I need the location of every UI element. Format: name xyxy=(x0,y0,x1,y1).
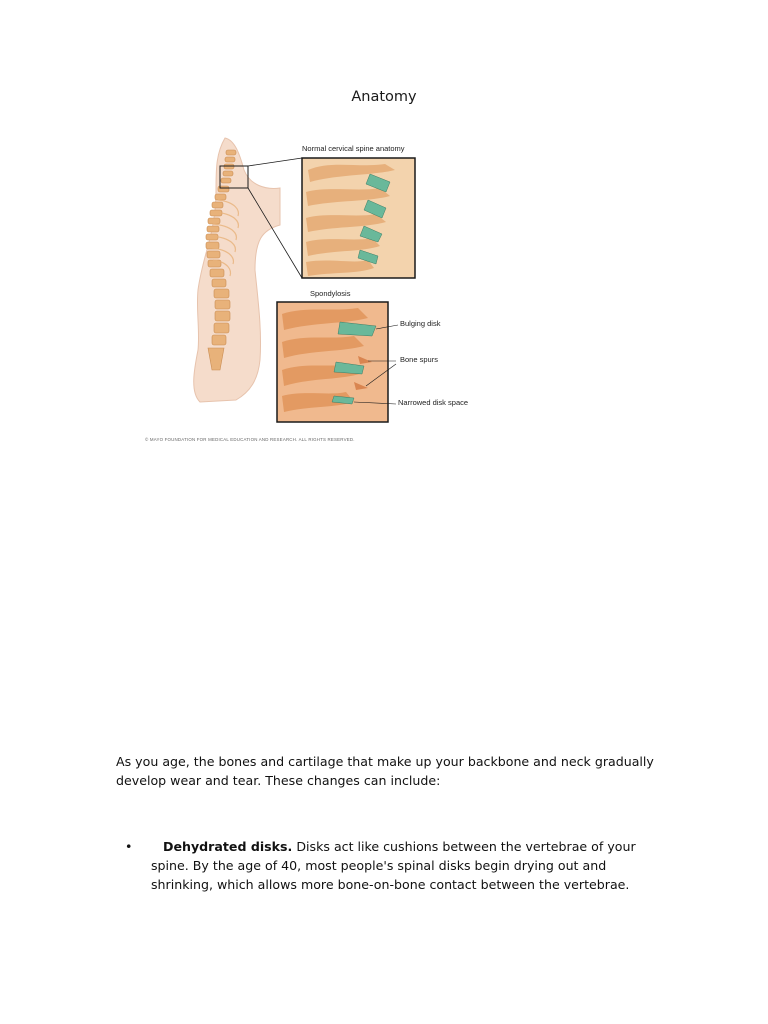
spine-illustration: Normal cervical spine anatomy Spondylosi… xyxy=(140,130,490,450)
bullet-marker: • xyxy=(125,837,132,856)
spondylosis-inset xyxy=(277,302,388,422)
bulging-disk-label: Bulging disk xyxy=(400,319,440,328)
spondylosis-label: Spondylosis xyxy=(310,289,350,298)
copyright-notice: © MAYO FOUNDATION FOR MEDICAL EDUCATION … xyxy=(145,437,355,442)
page-title: Anatomy xyxy=(0,89,768,105)
intro-paragraph: As you age, the bones and cartilage that… xyxy=(116,752,656,790)
bullet-lead: Dehydrated disks. xyxy=(151,839,292,854)
bone-spurs-label: Bone spurs xyxy=(400,355,438,364)
body-silhouette xyxy=(194,138,280,402)
bullet-text: Dehydrated disks. Disks act like cushion… xyxy=(151,837,651,894)
normal-inset xyxy=(302,158,415,278)
normal-spine-label: Normal cervical spine anatomy xyxy=(302,144,405,153)
narrowed-disk-label: Narrowed disk space xyxy=(398,398,468,407)
